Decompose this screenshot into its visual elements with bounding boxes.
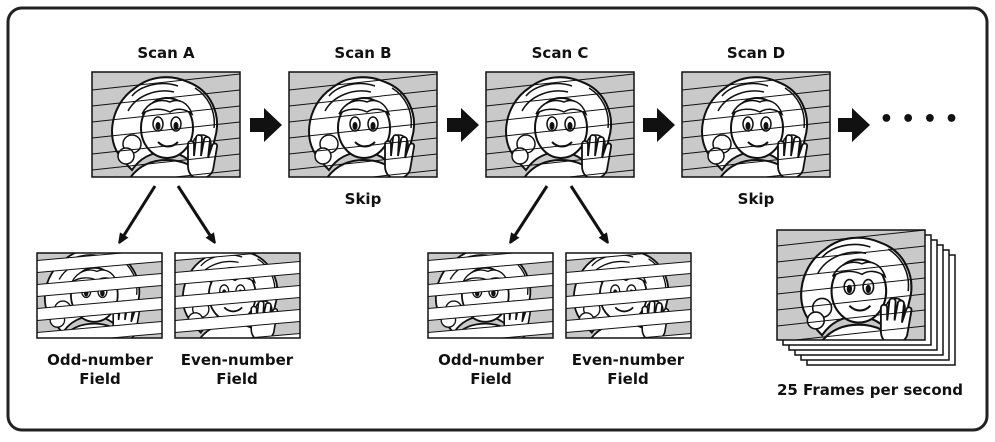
scan-d-skip-label: Skip [737,190,775,208]
arrow-a-to-b [250,108,282,142]
arrow-a-to-even [176,185,213,240]
odd-field-line1: Odd-number [47,351,153,369]
arrow-b-to-c [447,108,479,142]
odd-field-label-c: Odd-number Field [431,351,551,389]
even-field-line1: Even-number [180,351,294,369]
scan-d-title: Scan D [726,44,786,62]
scan-c-title: Scan C [531,44,589,62]
field-odd-a [32,249,167,345]
scan-a-title: Scan A [137,44,195,62]
arrow-c-to-d [643,108,675,142]
scan-b-frame [289,72,437,186]
split-arrows [121,185,606,240]
scan-c-frame [486,72,634,186]
scan-a-frame [92,72,240,186]
continuation-dots: • • • • [879,107,959,132]
sequence-arrows [250,108,870,142]
even-field-label-c: Even-number Field [563,351,693,389]
even-field-line2: Field [216,370,258,388]
field-odd-c [423,249,558,345]
odd-field-label-a: Odd-number Field [40,351,160,389]
stack-caption: 25 Frames per second [776,381,964,399]
scan-b-skip-label: Skip [344,190,382,208]
arrow-c-to-even [569,185,606,240]
arrow-d-to-next [838,108,870,142]
even-field-label-a: Even-number Field [172,351,302,389]
odd-field-line2: Field [79,370,121,388]
odd-field-line1: Odd-number [438,351,544,369]
arrow-c-to-odd [512,185,549,240]
scan-d-frame [682,72,830,186]
arrow-a-to-odd [121,185,157,240]
even-field-line1: Even-number [571,351,685,369]
odd-field-line2: Field [470,370,512,388]
frame-stack [777,230,956,366]
even-field-line2: Field [607,370,649,388]
scan-b-title: Scan B [334,44,392,62]
